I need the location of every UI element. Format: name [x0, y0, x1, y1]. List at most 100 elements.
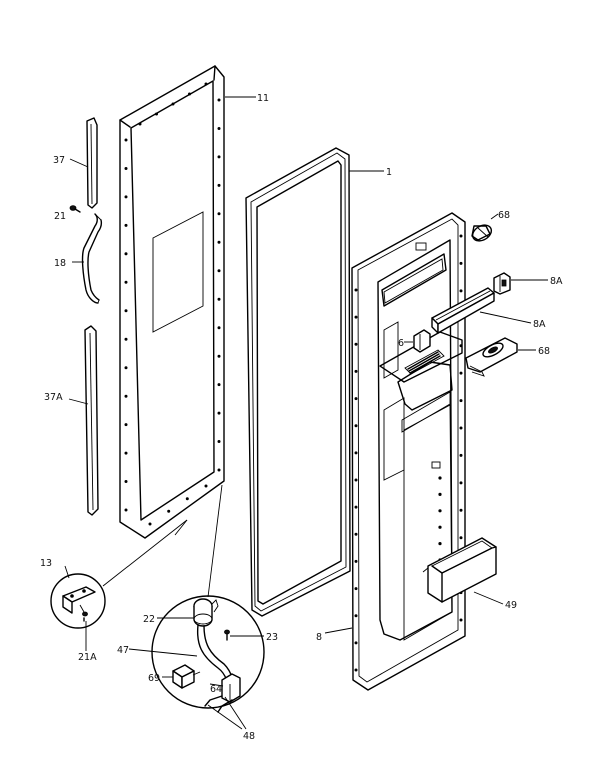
part-6-tab: [413, 329, 431, 353]
label-23: 23: [266, 632, 278, 643]
mounting-hole: [185, 497, 189, 501]
label-64: 64: [210, 684, 222, 695]
mounting-hole: [438, 542, 442, 546]
label-18: 18: [54, 258, 66, 269]
label-21: 21: [54, 211, 66, 222]
mounting-hole: [124, 394, 128, 398]
mounting-hole: [124, 223, 128, 227]
mounting-hole: [217, 440, 221, 443]
mounting-hole: [354, 451, 358, 455]
label-37: 37: [53, 155, 65, 166]
mounting-hole: [204, 484, 208, 488]
mounting-hole: [354, 532, 358, 536]
mounting-hole: [217, 383, 221, 387]
liner-cavity: [377, 239, 453, 641]
mounting-hole: [354, 614, 358, 618]
lower-trim-strip: [84, 325, 99, 516]
mounting-hole: [217, 240, 221, 244]
mounting-hole: [155, 112, 158, 116]
mounting-hole: [124, 423, 128, 427]
label-68-top: 68: [498, 210, 510, 221]
mounting-hole: [124, 366, 128, 370]
mounting-hole: [138, 122, 142, 126]
hinge-bracket-detail: [50, 573, 106, 629]
label-8a-mid: 8A: [533, 319, 546, 330]
mounting-hole: [217, 127, 221, 130]
mounting-hole: [438, 476, 442, 480]
mounting-hole: [354, 369, 358, 373]
mounting-hole: [217, 183, 221, 187]
mounting-hole: [354, 668, 358, 672]
label-48: 48: [243, 731, 255, 742]
upper-trim-strip: [86, 117, 98, 209]
mounting-hole: [459, 289, 463, 293]
mounting-hole: [217, 354, 221, 358]
mounting-hole: [459, 261, 463, 265]
mounting-hole: [438, 492, 442, 496]
mounting-hole: [217, 98, 221, 102]
mounting-hole: [459, 234, 463, 238]
light-switch-detail: [151, 595, 265, 713]
mounting-hole: [354, 315, 358, 319]
mounting-hole: [459, 536, 463, 540]
outer-door-panel: [119, 65, 225, 539]
mounting-hole: [459, 426, 463, 430]
door-handle: [81, 213, 103, 304]
panel-label-plate: [152, 211, 204, 333]
mounting-hole: [124, 252, 128, 256]
part-68-top: [471, 224, 493, 242]
label-13: 13: [40, 558, 52, 569]
mounting-hole: [217, 155, 221, 159]
mounting-hole: [124, 167, 128, 170]
leader-lines: [64, 96, 548, 730]
mounting-hole: [124, 195, 128, 199]
part-8a-clip: [493, 272, 511, 295]
label-47: 47: [117, 645, 129, 656]
mounting-hole: [217, 411, 221, 415]
label-8a-top: 8A: [550, 276, 563, 287]
mounting-hole: [217, 468, 221, 472]
mounting-hole: [459, 508, 463, 512]
label-22: 22: [143, 614, 155, 625]
mounting-hole: [354, 478, 358, 482]
liner-top-shelf: [381, 253, 447, 307]
label-1: 1: [386, 167, 392, 178]
part-8a-rail: [431, 287, 495, 334]
mounting-hole: [148, 522, 152, 526]
mounting-hole: [438, 509, 442, 513]
label-37a: 37A: [44, 392, 63, 403]
mounting-hole: [438, 525, 442, 529]
label-6: 6: [398, 338, 404, 349]
mounting-hole: [354, 505, 358, 509]
door-bin: [422, 537, 497, 603]
mounting-hole: [124, 451, 128, 455]
mounting-hole: [171, 102, 175, 106]
mounting-hole: [459, 399, 463, 403]
mounting-hole: [354, 587, 358, 591]
inner-door-liner: [351, 212, 466, 691]
mounting-hole: [459, 453, 463, 457]
mounting-hole: [459, 481, 463, 485]
door-gasket: [245, 147, 351, 617]
mounting-hole: [354, 288, 358, 292]
dispenser-grille: [407, 351, 441, 374]
mounting-hole: [459, 618, 463, 622]
part-labels: 11 1 37 21 18 37A 68 8A 8A 6 68 13 21A 2…: [40, 93, 563, 742]
label-49: 49: [505, 600, 517, 611]
mounting-hole: [354, 342, 358, 346]
mounting-hole: [354, 641, 358, 645]
label-68-mid: 68: [538, 346, 550, 357]
mounting-hole: [124, 309, 128, 313]
mounting-hole: [217, 297, 221, 301]
mounting-hole: [217, 269, 221, 273]
mounting-hole: [354, 397, 358, 401]
mounting-hole: [354, 424, 358, 428]
mounting-hole: [188, 92, 191, 96]
mounting-hole: [124, 138, 128, 142]
part-68-actuator: [465, 337, 518, 377]
mounting-hole: [167, 509, 171, 513]
label-11: 11: [257, 93, 269, 104]
mounting-hole: [124, 480, 128, 483]
